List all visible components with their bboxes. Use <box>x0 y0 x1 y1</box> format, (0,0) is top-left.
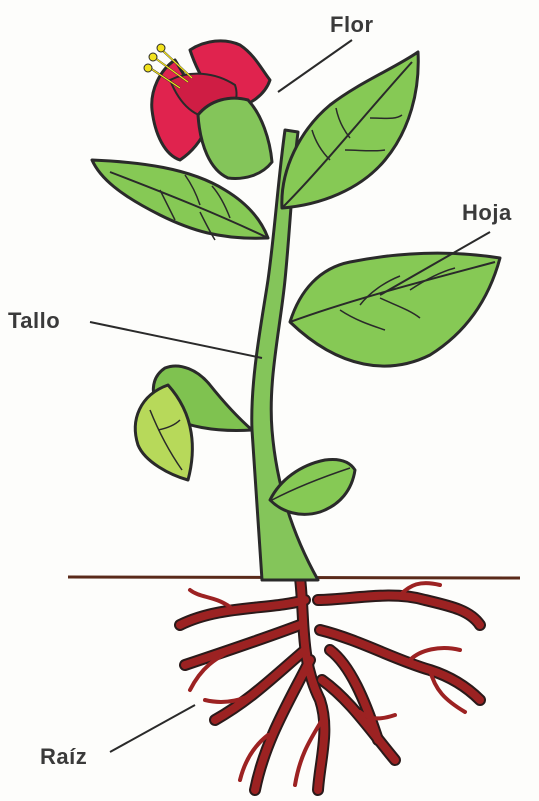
label-hoja: Hoja <box>462 200 512 226</box>
leaf-right-middle <box>290 253 500 366</box>
leaf-right-lower <box>270 459 355 514</box>
label-raiz: Raíz <box>40 744 87 770</box>
roots <box>180 578 480 790</box>
callout-line-tallo <box>90 322 262 358</box>
flower <box>144 41 272 179</box>
callout-line-raiz <box>110 705 195 752</box>
label-tallo: Tallo <box>8 308 60 334</box>
label-flor: Flor <box>330 12 374 38</box>
callout-line-flor <box>278 40 352 92</box>
leaf-left-lower <box>135 366 252 480</box>
